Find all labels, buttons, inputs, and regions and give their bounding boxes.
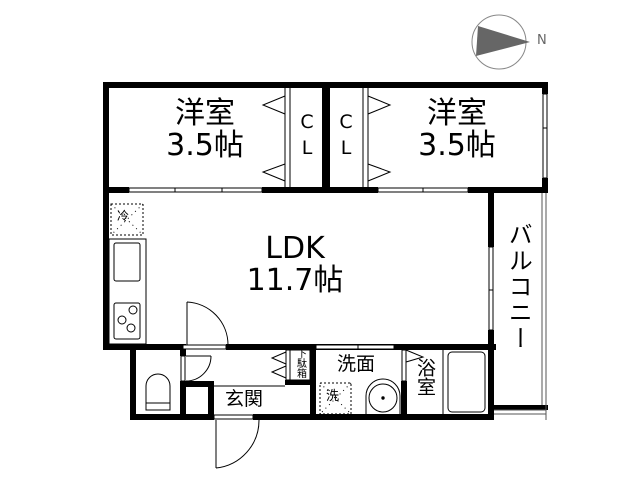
window-ldk-balcony <box>488 246 494 331</box>
north-arrow-icon <box>471 14 530 70</box>
bedroom-east-size: 3.5帖 <box>418 127 496 163</box>
washer-label: 洗 <box>326 389 340 404</box>
balcony-railing <box>494 193 547 420</box>
shoe-box-label: 下駄箱 <box>294 348 306 378</box>
ldk-door <box>182 301 229 350</box>
compass-label: N <box>537 33 547 48</box>
kitchen-counter <box>108 238 147 345</box>
washroom-door <box>315 344 395 350</box>
bathtub-icon <box>442 350 486 414</box>
window-east-bedroom <box>542 93 548 179</box>
bedroom-west-label: 洋室 3.5帖 <box>150 98 260 161</box>
toilet-icon <box>145 373 171 411</box>
ldk-type: LDK <box>265 231 325 266</box>
bedroom-west-type: 洋室 <box>175 96 235 131</box>
entrance-door <box>213 414 260 469</box>
bedroom-west-size: 3.5帖 <box>166 127 244 163</box>
closet-lines <box>261 88 392 187</box>
bedroom-east-label: 洋室 3.5帖 <box>402 98 512 161</box>
ldk-size: 11.7帖 <box>246 262 344 298</box>
sliding-door-west <box>128 187 263 193</box>
fridge-label: 冷 <box>117 209 130 223</box>
sliding-door-east <box>377 187 469 193</box>
closet-west-label: C L <box>300 111 314 159</box>
washroom-label: 洗面 <box>337 353 376 375</box>
wc-door <box>180 355 212 382</box>
fridge-space <box>110 203 144 236</box>
ldk-label: LDK 11.7帖 <box>225 233 365 296</box>
bathroom-door <box>401 349 425 382</box>
stove-icon <box>113 302 141 340</box>
washer-space <box>319 382 352 415</box>
closet-east-label: C L <box>339 111 353 159</box>
bathroom-label: 浴室 <box>413 358 436 396</box>
shoe-box <box>270 349 311 381</box>
entrance-label: 玄関 <box>225 388 264 410</box>
balcony-label: バルコニー <box>504 222 533 352</box>
wash-basin-icon <box>365 378 401 414</box>
sink-icon <box>113 242 141 282</box>
bedroom-east-type: 洋室 <box>427 96 487 131</box>
